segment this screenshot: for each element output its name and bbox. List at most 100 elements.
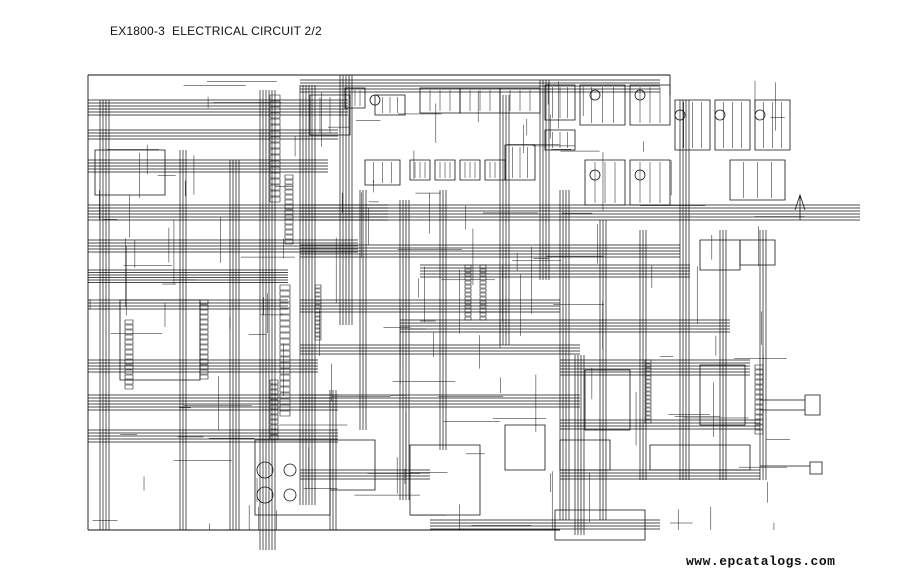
connector-pin: [280, 345, 290, 350]
relay-module: [345, 88, 365, 108]
connector-pin: [270, 385, 278, 389]
connector-pin: [285, 185, 293, 189]
connector-pin: [315, 325, 321, 328]
connector-pin: [285, 195, 293, 199]
relay-module: [715, 100, 750, 150]
connector-pin: [280, 393, 290, 398]
connector-pin: [315, 301, 321, 304]
connector-pin: [125, 385, 133, 389]
connector-pin: [465, 289, 471, 292]
connector-pin: [200, 300, 208, 304]
connector-pin: [270, 420, 278, 424]
control-unit: [740, 240, 775, 265]
connector-pin: [755, 410, 763, 414]
connector-pin: [315, 285, 321, 288]
connector-pin: [645, 396, 651, 399]
connector-pin: [200, 365, 208, 369]
connector-pin: [125, 340, 133, 344]
connector-pin: [200, 325, 208, 329]
motor-symbol: [257, 462, 273, 478]
relay-module: [630, 160, 670, 205]
relay-module: [545, 130, 575, 150]
wiring-harness: [88, 75, 860, 550]
relay-module: [410, 160, 430, 180]
connector-pin: [755, 380, 763, 384]
relay-module: [585, 160, 625, 205]
connector-pin: [270, 415, 278, 419]
connector-pin: [280, 309, 290, 314]
connector-pin: [755, 420, 763, 424]
connector-pin: [200, 355, 208, 359]
connector-pin: [315, 297, 321, 300]
connector-pin: [755, 385, 763, 389]
connector-pin: [285, 180, 293, 184]
watermark-url: www.epcatalogs.com: [686, 554, 836, 569]
relay-module: [675, 100, 710, 150]
connector-pin: [480, 285, 486, 288]
connector-pin: [270, 405, 278, 409]
connector-pin: [465, 317, 471, 320]
connector-pin: [270, 131, 280, 136]
connector-pin: [280, 339, 290, 344]
connector-pin: [285, 220, 293, 224]
connector-pin: [270, 95, 280, 100]
relay-module: [755, 100, 790, 150]
connector-pin: [465, 293, 471, 296]
connector-pin: [280, 321, 290, 326]
motor-symbol: [284, 489, 296, 501]
relay-module: [500, 88, 540, 113]
relay-module: [460, 160, 480, 180]
connector-pin: [480, 309, 486, 312]
connector-pin: [480, 301, 486, 304]
connector-pin: [755, 365, 763, 369]
connector-pin: [465, 297, 471, 300]
connector-pin: [315, 337, 321, 340]
relay-module: [730, 160, 785, 200]
connector-pin: [480, 305, 486, 308]
connector-pin: [125, 345, 133, 349]
connector-pin: [270, 191, 280, 196]
connector-pin: [645, 412, 651, 415]
connector-pin: [280, 411, 290, 416]
connector-pin: [280, 315, 290, 320]
connector-pin: [270, 380, 278, 384]
motor-symbol: [284, 464, 296, 476]
connector-pin: [285, 225, 293, 229]
connector-pin: [645, 380, 651, 383]
motor-symbol: [257, 487, 273, 503]
connector-pin: [280, 297, 290, 302]
connector-pin: [285, 190, 293, 194]
connector-pin: [280, 363, 290, 368]
connector-pin: [480, 277, 486, 280]
connector-pin: [285, 200, 293, 204]
connector-pin: [270, 101, 280, 106]
connector-pin: [645, 364, 651, 367]
control-unit: [505, 425, 545, 470]
connector-pin: [755, 430, 763, 434]
connector-pin: [270, 425, 278, 429]
control-unit: [410, 445, 480, 515]
connector-pin: [465, 305, 471, 308]
connector-pin: [465, 309, 471, 312]
connector-pin: [285, 210, 293, 214]
connector-pin: [480, 293, 486, 296]
connector-pin: [285, 230, 293, 234]
connector-pin: [465, 265, 471, 268]
connector-pin: [270, 167, 280, 172]
connector-pin: [200, 315, 208, 319]
connector-pin: [270, 185, 280, 190]
motor-symbol: [635, 90, 645, 100]
control-unit: [330, 440, 375, 490]
connector-pin: [285, 235, 293, 239]
connector-pin: [280, 381, 290, 386]
connector-pin: [270, 400, 278, 404]
connector-pin: [465, 281, 471, 284]
connector-pin: [465, 313, 471, 316]
connector-pin: [315, 333, 321, 336]
connector-pin: [280, 357, 290, 362]
motor-symbol: [675, 110, 685, 120]
connector-pin: [285, 175, 293, 179]
connector-pin: [200, 375, 208, 379]
